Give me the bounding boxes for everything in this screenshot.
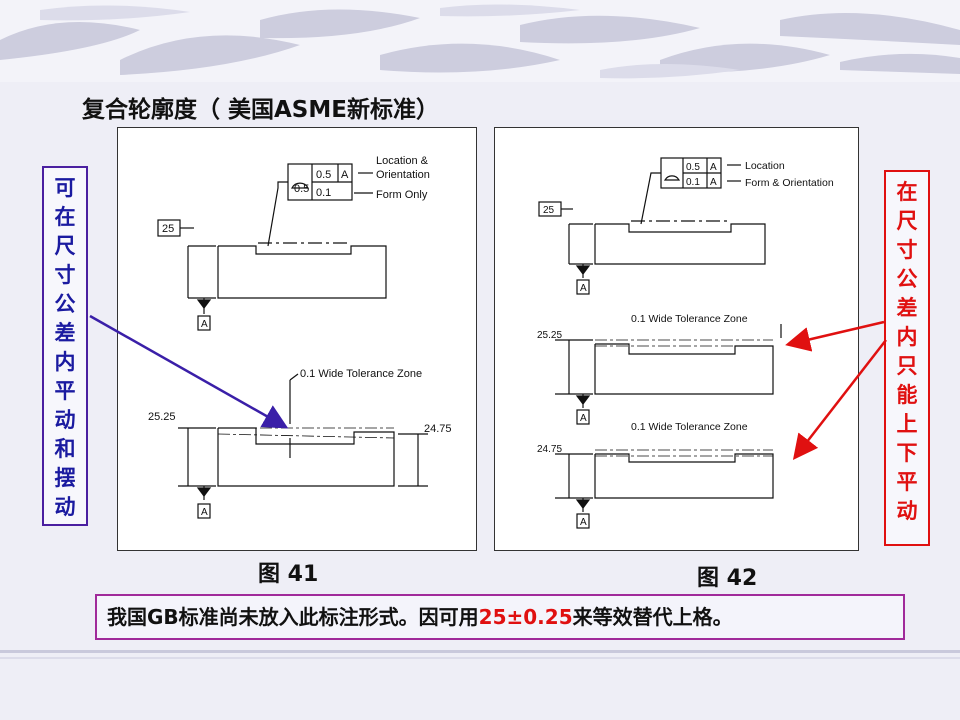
slide-title: 复合轮廓度（ 美国ASME新标准） xyxy=(82,97,439,123)
right-label-char: 内 xyxy=(896,325,918,349)
note-text-1: 我国GB标准尚未放入此标注形式。因可用 xyxy=(107,605,479,629)
right-label-char: 平 xyxy=(896,470,918,494)
left-label-char: 寸 xyxy=(54,263,76,287)
left-label-char: 差 xyxy=(54,321,76,345)
right-label-char: 上 xyxy=(896,412,918,436)
fig42-dim-min: 24.75 xyxy=(537,444,562,455)
left-vertical-label: 可在尺寸公差内平动和摆动 xyxy=(42,166,88,526)
right-label-char: 能 xyxy=(896,383,918,407)
right-label-char: 公 xyxy=(896,267,918,291)
fig42-fcf-datum-1: A xyxy=(710,162,717,173)
fig41-dim-max: 25.25 xyxy=(148,411,176,423)
left-label-char: 尺 xyxy=(54,234,76,258)
fig41-fcf-value-1: 0.5 xyxy=(316,169,331,181)
profile-surface-icon xyxy=(291,182,309,189)
right-label-char: 下 xyxy=(896,441,918,465)
left-label-char: 动 xyxy=(54,495,76,519)
red-arrow-upper xyxy=(785,320,885,352)
figure-41-drawing: 0.5 A 0.5 0.1 Location & Orientation For… xyxy=(148,155,452,519)
fig41-label-orientation: Orientation xyxy=(376,169,430,181)
left-label-char: 动 xyxy=(54,408,76,432)
fig42-label-form-orientation: Form & Orientation xyxy=(745,177,834,189)
fig41-fcf-upper-value: 0.5 xyxy=(294,183,309,195)
fig41-datum-top: A xyxy=(201,319,208,330)
note-tolerance-value: 25±0.25 xyxy=(478,605,573,629)
right-vertical-label: 在尺寸公差内只能上下平动 xyxy=(884,170,930,546)
fig41-fcf-value-2: 0.1 xyxy=(316,187,331,199)
fig42-datum-top: A xyxy=(580,283,587,294)
right-label-char: 寸 xyxy=(896,238,918,262)
left-label-char: 摆 xyxy=(54,466,76,490)
fig42-dim-top: 25 xyxy=(543,205,555,216)
fig42-datum-bottom: A xyxy=(580,517,587,528)
fig41-dim-min: 24.75 xyxy=(424,423,452,435)
right-label-char: 在 xyxy=(896,180,918,204)
profile-surface-icon xyxy=(663,175,681,181)
fig41-label-location: Location & xyxy=(376,155,429,167)
fig41-datum-bottom: A xyxy=(201,507,208,518)
fig41-fcf-datum: A xyxy=(341,169,349,181)
note-text-2: 来等效替代上格。 xyxy=(572,605,733,629)
right-label-char: 动 xyxy=(896,499,918,523)
left-label-char: 平 xyxy=(54,379,76,403)
fig42-tolerance-zone-label-1: 0.1 Wide Tolerance Zone xyxy=(631,313,748,325)
right-label-char: 只 xyxy=(896,354,918,378)
figure-42-caption: 图 42 xyxy=(697,566,758,591)
fig42-fcf-value-1: 0.5 xyxy=(686,162,700,173)
figure-41-caption: 图 41 xyxy=(258,562,319,587)
fig42-tolerance-zone-label-2: 0.1 Wide Tolerance Zone xyxy=(631,421,748,433)
fig42-datum-mid: A xyxy=(580,413,587,424)
left-label-char: 可 xyxy=(54,176,76,200)
fig42-fcf-value-2: 0.1 xyxy=(686,177,700,188)
left-label-char: 在 xyxy=(54,205,76,229)
right-label-char: 差 xyxy=(896,296,918,320)
figure-41-panel: 0.5 A 0.5 0.1 Location & Orientation For… xyxy=(117,127,477,551)
fig42-fcf-datum-2: A xyxy=(710,177,717,188)
note-box: 我国GB标准尚未放入此标注形式。因可用25±0.25来等效替代上格。 xyxy=(95,594,905,640)
left-label-char: 公 xyxy=(54,292,76,316)
fig41-label-form-only: Form Only xyxy=(376,189,428,201)
figure-42-drawing: 0.5 0.1 A A Location Form & Orientation … xyxy=(537,157,834,529)
red-arrow-lower xyxy=(792,339,887,460)
left-label-char: 内 xyxy=(54,350,76,374)
fig42-label-location: Location xyxy=(745,160,785,172)
left-label-char: 和 xyxy=(54,437,76,461)
fig41-tolerance-zone-label: 0.1 Wide Tolerance Zone xyxy=(300,368,422,380)
blue-arrow xyxy=(89,314,289,429)
right-label-char: 尺 xyxy=(896,209,918,233)
fig42-dim-max: 25.25 xyxy=(537,330,562,341)
fig41-dim-top: 25 xyxy=(162,223,174,235)
